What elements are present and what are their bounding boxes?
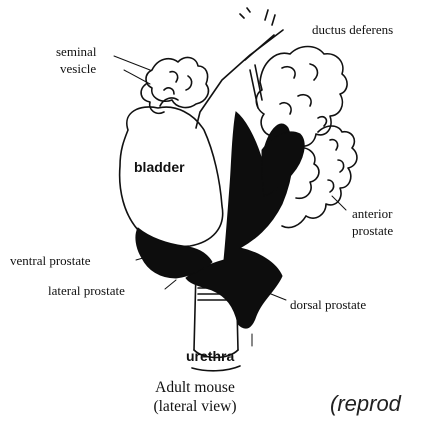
label-urethra: urethra <box>186 349 234 363</box>
caption-line-2: (lateral view) <box>110 397 280 416</box>
seminal-vesicle-right <box>256 47 347 147</box>
label-lateral-prostate: lateral prostate <box>48 284 125 298</box>
label-ventral-prostate: ventral prostate <box>10 254 91 268</box>
label-anterior-prostate-line1: anterior <box>352 207 392 221</box>
ductus-deferens <box>196 8 283 128</box>
ventral-prostate-lobe <box>136 228 212 278</box>
label-bladder: bladder <box>134 160 185 174</box>
label-ductus-deferens: ductus deferens <box>312 23 393 37</box>
seminal-vesicle-left <box>141 57 208 113</box>
label-dorsal-prostate: dorsal prostate <box>290 298 366 312</box>
label-anterior-prostate-line2: prostate <box>352 224 393 238</box>
figure-caption: Adult mouse (lateral view) <box>110 378 280 416</box>
reproduction-credit: (reprod <box>330 391 401 417</box>
label-seminal-vesicle-line1: seminal <box>56 45 96 59</box>
caption-line-1: Adult mouse <box>110 378 280 397</box>
label-seminal-vesicle-line2: vesicle <box>60 62 96 76</box>
